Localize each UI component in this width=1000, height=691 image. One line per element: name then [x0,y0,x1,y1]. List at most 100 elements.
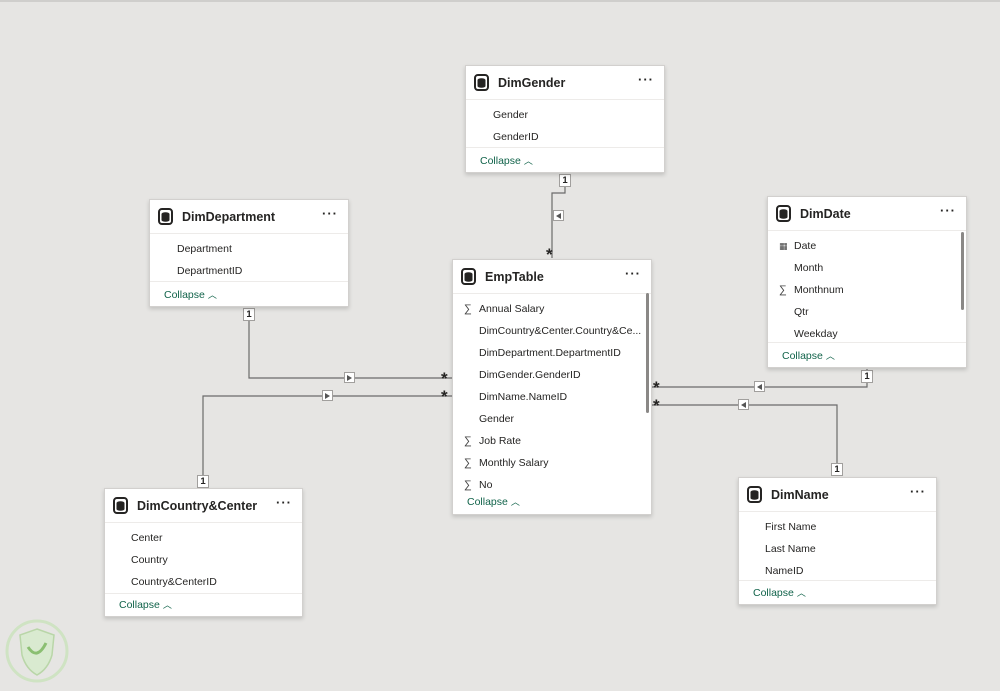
table-card-dimcountry-center[interactable]: DimCountry&Center ··· Center Country Cou… [104,488,303,617]
field-label: No [479,479,493,491]
field-item[interactable]: ∑No [453,474,651,496]
field-label: Country&CenterID [131,576,217,588]
field-item[interactable]: Country&CenterID [105,571,302,593]
collapse-label: Collapse [119,599,160,611]
table-card-emptable[interactable]: EmpTable ··· ∑ Annual Salary DimCountry&C… [452,259,652,515]
field-label: NameID [765,565,804,577]
sigma-icon: ∑ [464,303,472,315]
collapse-label: Collapse [753,587,794,599]
field-item[interactable]: NameID [739,560,936,582]
field-label: DimGender.GenderID [479,369,581,381]
table-card-dimgender[interactable]: DimGender ··· Gender GenderID Collapse︿ [465,65,665,173]
field-item[interactable]: Month [768,257,966,279]
cardinality-one-date: 1 [861,370,873,383]
collapse-button[interactable]: Collapse︿ [753,586,806,599]
cardinality-many-name: * [653,396,660,415]
table-icon [158,208,173,225]
field-item[interactable]: Qtr [768,301,966,323]
field-item[interactable]: ∑ Monthly Salary [453,452,651,474]
table-card-header[interactable]: DimName ··· [739,478,936,512]
sigma-icon: ∑ [464,435,472,447]
collapse-button[interactable]: Collapse︿ [164,288,217,301]
divider [150,281,348,282]
field-item[interactable]: DimName.NameID [453,386,651,408]
chevron-up-icon: ︿ [162,600,172,610]
field-item[interactable]: Gender [466,104,664,126]
field-item[interactable]: DimGender.GenderID [453,364,651,386]
chevron-up-icon: ︿ [796,588,806,598]
field-label: Date [794,240,817,252]
field-label: Annual Salary [479,303,545,315]
field-item[interactable]: Department [150,238,348,260]
field-item[interactable]: ∑ Annual Salary [453,298,651,320]
cardinality-one-name: 1 [831,463,843,476]
table-title: EmpTable [485,269,544,284]
field-item[interactable]: Weekday [768,323,966,345]
table-icon [747,486,762,503]
table-title: DimCountry&Center [137,498,258,513]
field-item[interactable]: DimCountry&Center.Country&Ce... [453,320,651,342]
field-label: DimName.NameID [479,391,568,403]
collapse-label: Collapse [467,496,508,508]
table-card-header[interactable]: DimDate ··· [768,197,966,231]
field-label: DimDepartment.DepartmentID [479,347,621,359]
more-options-icon[interactable]: ··· [940,203,956,218]
field-item[interactable]: ▦Date [768,235,966,257]
table-card-header[interactable]: DimGender ··· [466,66,664,100]
field-item[interactable]: ∑Job Rate [453,430,651,452]
collapse-label: Collapse [164,289,205,301]
scrollbar[interactable] [646,293,649,413]
table-card-header[interactable]: DimCountry&Center ··· [105,489,302,523]
field-label: Weekday [794,328,838,340]
field-item[interactable]: DepartmentID [150,260,348,282]
more-options-icon[interactable]: ··· [276,495,292,510]
cardinality-many-date: * [653,378,660,397]
table-card-dimdepartment[interactable]: DimDepartment ··· Department DepartmentI… [149,199,349,307]
table-card-header[interactable]: DimDepartment ··· [150,200,348,234]
table-title: DimDepartment [182,209,276,224]
more-options-icon[interactable]: ··· [910,484,926,499]
cardinality-many-department: * [441,369,448,388]
field-item[interactable]: Country [105,549,302,571]
chevron-up-icon: ︿ [207,290,217,300]
filter-direction-gender-icon[interactable] [553,210,564,221]
field-item[interactable]: ∑Monthnum [768,279,966,301]
field-item[interactable]: Last Name [739,538,936,560]
divider [739,580,936,581]
chevron-up-icon: ︿ [510,497,520,507]
field-item[interactable]: Center [105,527,302,549]
filter-direction-date-icon[interactable] [754,381,765,392]
field-item[interactable]: Gender [453,408,651,430]
collapse-button[interactable]: Collapse︿ [480,154,533,167]
table-icon [776,205,791,222]
field-label: Country [131,554,168,566]
scrollbar[interactable] [961,232,964,310]
field-label: Monthly Salary [479,457,549,469]
filter-direction-country-icon[interactable] [322,390,333,401]
rel-line-department [248,308,452,379]
field-item[interactable]: First Name [739,516,936,538]
collapse-button[interactable]: Collapse︿ [119,598,172,611]
table-card-dimname[interactable]: DimName ··· First Name Last Name NameID … [738,477,937,605]
field-label: DepartmentID [177,265,243,277]
table-title: DimName [771,487,829,502]
field-label: Department [177,243,232,255]
collapse-button[interactable]: Collapse︿ [467,495,520,508]
more-options-icon[interactable]: ··· [625,266,641,281]
field-item[interactable]: GenderID [466,126,664,148]
filter-direction-name-icon[interactable] [738,399,749,410]
filter-direction-department-icon[interactable] [344,372,355,383]
table-card-dimdate[interactable]: DimDate ··· ▦Date Month ∑Monthnum Qtr We… [767,196,967,368]
more-options-icon[interactable]: ··· [638,72,654,87]
field-list: Department DepartmentID [150,234,348,282]
sigma-icon: ∑ [779,284,787,296]
sigma-icon: ∑ [464,457,472,469]
field-label: Qtr [794,306,809,318]
chevron-up-icon: ︿ [825,351,835,361]
field-label: First Name [765,521,817,533]
collapse-button[interactable]: Collapse︿ [782,349,835,362]
table-card-header[interactable]: EmpTable ··· [453,260,651,294]
more-options-icon[interactable]: ··· [322,206,338,221]
field-item[interactable]: DimDepartment.DepartmentID [453,342,651,364]
